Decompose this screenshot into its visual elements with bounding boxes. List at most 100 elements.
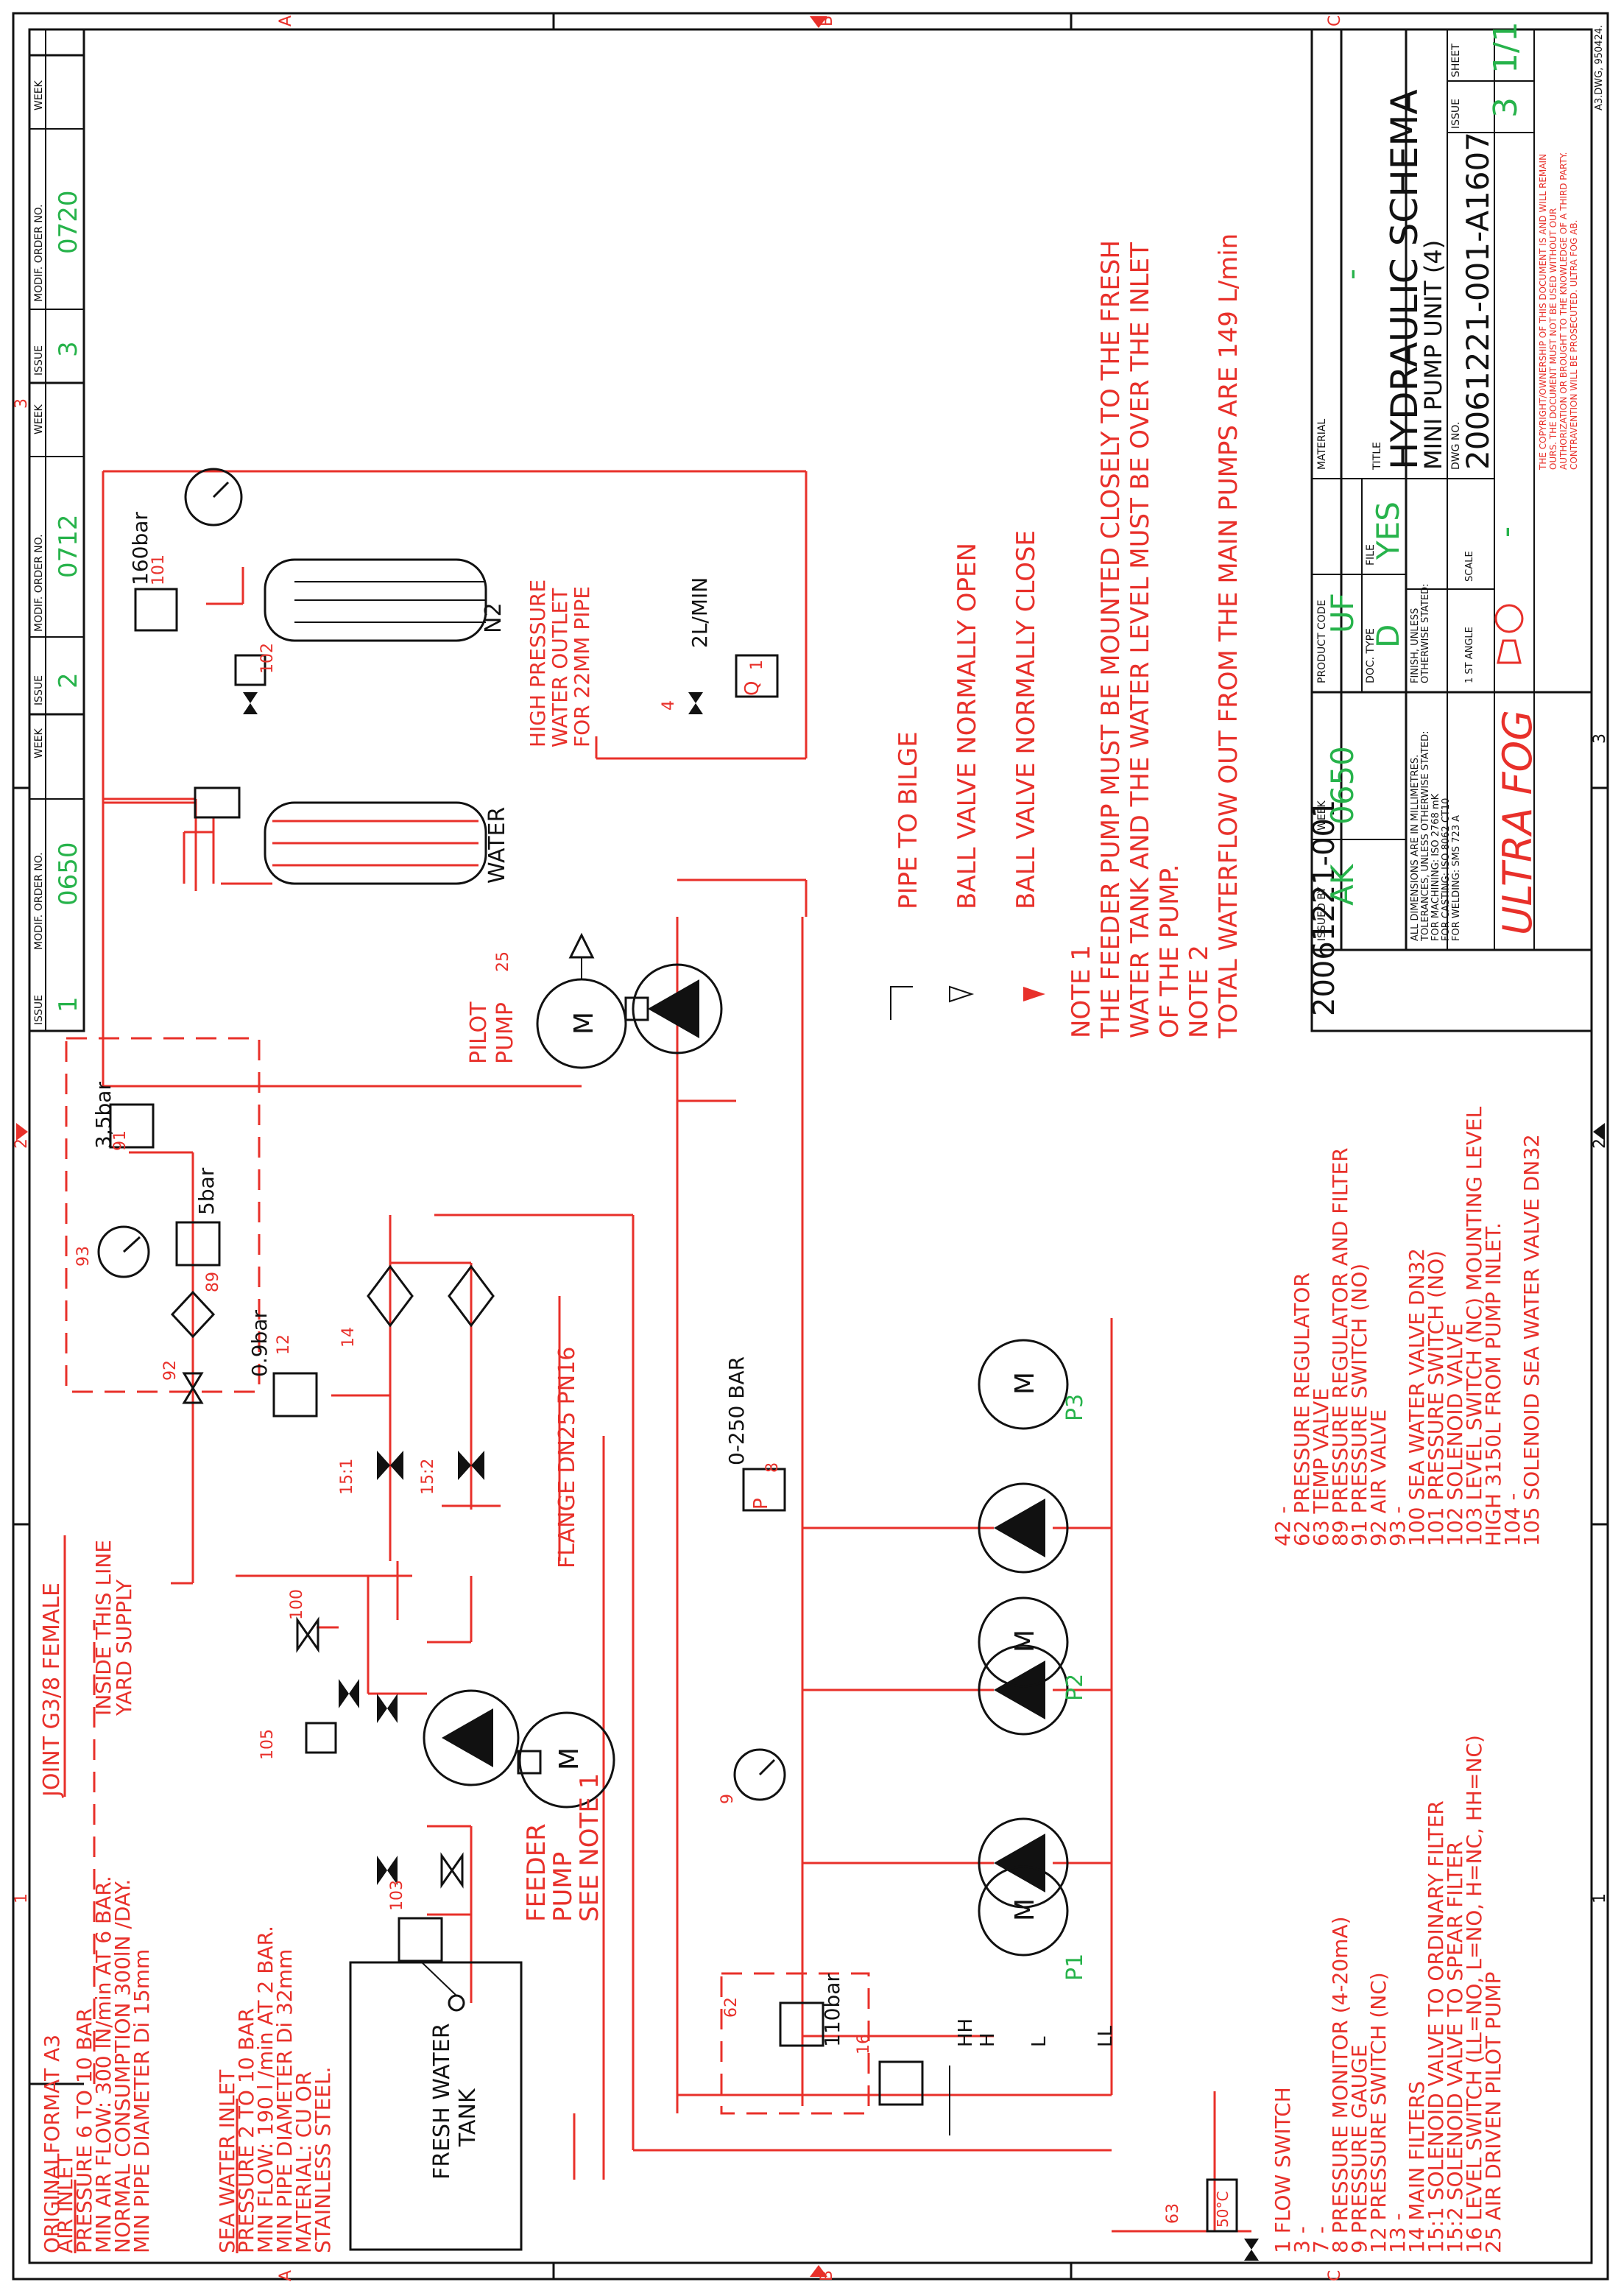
main-filter-1-icon: [367, 1264, 414, 1328]
left-notes: ORIGINALFORMAT A3 JOINT G3/8 FEMALE AIR …: [28, 1535, 335, 2263]
sea-water-inlet-title: SEA WATER INLET: [215, 2069, 239, 2253]
fresh-water-label-2: TANK: [455, 2088, 481, 2147]
feeder-pump-label-2: PUMP: [548, 1852, 578, 1922]
joint-label: JOINT G3/8 FEMALE: [39, 1582, 65, 1798]
dims-note-5: FOR WELDING: SMS 723 A: [1451, 815, 1462, 941]
dims-note-1: ALL DIMENSIONS ARE IN MILLIMETRES.: [1410, 755, 1421, 941]
sea-water-valves: 100 105: [258, 1589, 398, 1760]
level-l: L: [1028, 2036, 1050, 2047]
pilot-pump-icon: [632, 963, 723, 1054]
dims-note-3: FOR MACHINING: ISO 2768 mK: [1430, 793, 1441, 941]
fresh-water-label-1: FRESH WATER: [429, 2023, 455, 2180]
tag-4: 4: [660, 700, 678, 711]
file-label: FILE: [1365, 544, 1377, 566]
grid-letter-c-bottom: C: [1326, 2270, 1344, 2281]
ball-valve-closed-icon: [349, 1679, 359, 1708]
main-pump-p3-icon: [978, 1482, 1069, 1574]
grid-letter-a-bottom: A: [277, 2270, 295, 2281]
water-accumulator-icon: [264, 801, 487, 885]
water-label: WATER: [484, 807, 510, 884]
flow-switch-1-icon: [735, 654, 779, 698]
main-pump-p2-icon: [978, 1644, 1069, 1736]
bilge-pipe-icon: [890, 986, 913, 1020]
feeder-motor-icon: [518, 1711, 615, 1809]
file-reference: A3.DWG, 950424.: [1594, 25, 1605, 110]
component-13: 13 -: [1385, 2213, 1410, 2253]
rev-issue-2: 2: [54, 672, 83, 689]
rev-header-order-2: MODIF. ORDER NO.: [33, 534, 45, 632]
component-100: 100 SEA WATER VALVE DN32: [1405, 1248, 1429, 1546]
component-15-2: 15:2 SOLENOID VALVE TO SPEAR FILTER: [1443, 1841, 1467, 2253]
rev-header-order-3: MODIF. ORDER NO.: [33, 204, 45, 302]
week-value: 0650: [1324, 746, 1360, 825]
sea-water-line-2: MIN FLOW: 190 l /min AT 2 BAR.: [253, 1926, 278, 2253]
projection-label: 1 ST ANGLE: [1464, 627, 1475, 683]
component-91: 91 PRESSURE SWITCH (NO): [1347, 1264, 1371, 1546]
sheet-label: SHEET: [1450, 43, 1462, 77]
air-inlet-line-1: PRESSURE 6 TO 10 BAR: [72, 2008, 96, 2253]
grid-number-1-left: 1: [13, 1893, 31, 1904]
material-label: MATERIAL: [1316, 419, 1328, 470]
main-pump-p1-icon: [978, 1817, 1069, 1909]
main-pumps: M P3 M P2 M P1: [978, 1339, 1088, 1981]
solenoid-102-icon: [234, 654, 266, 686]
center-mark-right-icon: [1593, 1123, 1605, 1141]
gauge-range-label: 0-250 BAR: [724, 1356, 749, 1465]
issue-value: 3: [1487, 97, 1525, 118]
component-104: 104 -: [1500, 1493, 1525, 1546]
scale-value: -: [1488, 527, 1524, 538]
piping-network: [102, 470, 1251, 2233]
regulator-62-box: [720, 1972, 870, 2115]
grid-letter-c-top: C: [1326, 15, 1344, 27]
air-filter-icon: [170, 1290, 216, 1339]
pilot-pump: M PILOT PUMP 25: [466, 932, 723, 1069]
sea-water-line-1: PRESSURE 2 TO 10 BAR: [234, 2008, 258, 2253]
week-label: WEEK: [1316, 800, 1328, 831]
tag-103: 103: [388, 1880, 406, 1911]
grid-number-1-right: 1: [1591, 1893, 1609, 1904]
issued-by: AK: [1324, 863, 1360, 906]
drawing-title: HYDRAULIC SCHEMA: [1383, 89, 1426, 470]
tag-9: 9: [718, 1794, 737, 1804]
pump-p2-label: P2: [1062, 1674, 1088, 1701]
doc-number-vertical: 20061221-001: [1307, 800, 1341, 1016]
note-line-5: NOTE 2: [1184, 945, 1214, 1038]
dwg-no-label: DWG NO.: [1450, 422, 1462, 470]
temp-valve-63-icon: [1206, 2178, 1238, 2233]
component-12: 12 PRESSURE SWITCH (NC): [1366, 1972, 1391, 2253]
main-motor-p2-icon: [978, 1596, 1069, 1688]
component-8: 8 PRESSURE MONITOR (4-20mA): [1328, 1916, 1352, 2253]
component-63: 63 TEMP VALVE: [1309, 1388, 1333, 1546]
fresh-water-tank: 103 FRESH WATER TANK: [349, 1880, 523, 2251]
component-102: 102 SOLENOID VALVE: [1443, 1323, 1467, 1546]
tag-92: 92: [161, 1360, 180, 1381]
scale-label: SCALE: [1464, 551, 1475, 582]
tag-151: 15:1: [338, 1459, 356, 1495]
set-160bar: 160bar: [128, 512, 152, 585]
dims-note-2: TOLERANCES, UNLESS OTHERWISE STATED:: [1420, 731, 1431, 942]
title-label: TITLE: [1371, 442, 1383, 471]
feeder-motor-m: M: [554, 1747, 585, 1770]
notes: NOTE 1 THE FEEDER PUMP MUST BE MOUNTED C…: [1067, 233, 1243, 1039]
solenoid-152-icon: [471, 1451, 484, 1480]
center-mark-top-icon: [810, 16, 827, 28]
flange-label: FLANGE DN25 PN16: [554, 1347, 580, 1568]
set-5bar: 5bar: [194, 1167, 219, 1215]
feeder-pump-label-1: FEEDER: [522, 1823, 551, 1922]
dims-note-4: FOR CASTING: ISO 8062 CT10: [1441, 798, 1452, 941]
finish-note-2: OTHERWISE STATED:: [1420, 583, 1431, 683]
pilot-pump-label-1: PILOT: [466, 1001, 492, 1064]
tag-102: 102: [258, 643, 277, 674]
rev-order-1: 0650: [54, 842, 83, 906]
open-valve-icon: [949, 985, 975, 1003]
motor-p3-m: M: [1010, 1372, 1040, 1395]
component-42: 42 -: [1271, 1506, 1295, 1546]
component-93: 93 -: [1385, 1506, 1410, 1546]
feeder-pump-icon: [423, 1689, 520, 1786]
main-filter-2-icon: [448, 1264, 495, 1328]
closed-valve-icon: [1023, 987, 1045, 1001]
gauge-93-icon: [97, 1225, 150, 1278]
rev-order-3: 0720: [54, 190, 83, 254]
tag-1: 1: [748, 660, 766, 670]
